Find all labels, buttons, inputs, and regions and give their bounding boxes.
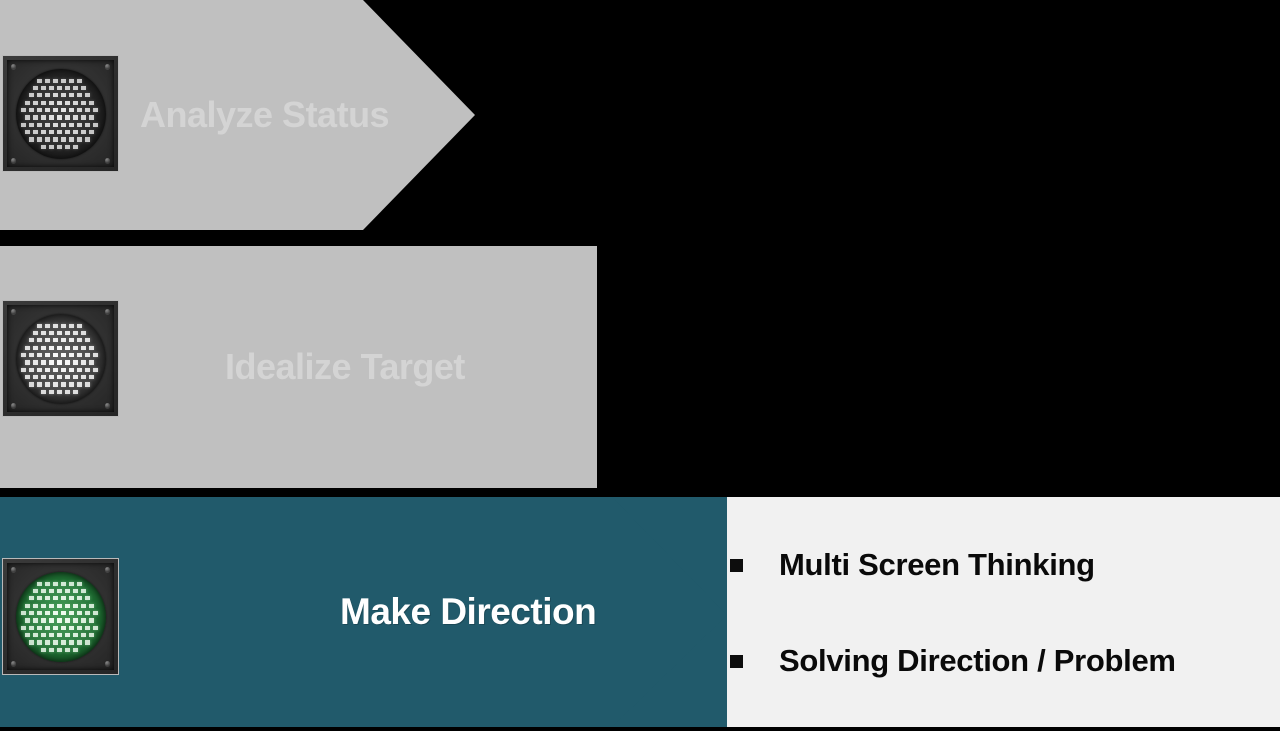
step-label-make-direction: Make Direction bbox=[340, 497, 597, 727]
step-row-make-direction[interactable]: Make Direction bbox=[0, 497, 727, 727]
screw-icon bbox=[105, 309, 110, 314]
screw-icon bbox=[11, 661, 16, 666]
traffic-light-off-icon bbox=[2, 55, 119, 172]
led-dot-matrix bbox=[16, 572, 106, 662]
traffic-light-dim-icon bbox=[2, 300, 119, 417]
step-label-text: Make Direction bbox=[340, 591, 597, 632]
step-label-text: Analyze Status bbox=[140, 94, 390, 135]
led-housing bbox=[7, 563, 114, 670]
step-label-idealize-target: Idealize Target bbox=[225, 246, 465, 488]
bullet-label: Multi Screen Thinking bbox=[779, 547, 1095, 582]
screw-icon bbox=[11, 309, 16, 314]
led-lens bbox=[15, 313, 106, 404]
screw-icon bbox=[105, 158, 110, 163]
traffic-light-green-icon bbox=[2, 558, 119, 675]
led-dot-matrix bbox=[16, 314, 106, 404]
led-lens bbox=[15, 68, 106, 159]
list-item: Solving Direction / Problem bbox=[730, 642, 1176, 680]
led-lens bbox=[15, 571, 106, 662]
screw-icon bbox=[11, 64, 16, 69]
screw-icon bbox=[105, 567, 110, 572]
list-item: Multi Screen Thinking bbox=[730, 546, 1095, 584]
screw-icon bbox=[11, 158, 16, 163]
screw-icon bbox=[105, 64, 110, 69]
led-housing bbox=[7, 305, 114, 412]
screw-icon bbox=[105, 403, 110, 408]
step-label-text: Idealize Target bbox=[225, 346, 465, 387]
arrow-shape-make-direction bbox=[0, 497, 727, 727]
led-dot-matrix bbox=[16, 69, 106, 159]
led-housing bbox=[7, 60, 114, 167]
square-bullet-icon bbox=[730, 558, 743, 572]
bottom-edge bbox=[0, 727, 1280, 731]
square-bullet-icon bbox=[730, 654, 743, 668]
screw-icon bbox=[11, 567, 16, 572]
screw-icon bbox=[105, 661, 110, 666]
screw-icon bbox=[11, 403, 16, 408]
step-label-analyze-status: Analyze Status bbox=[140, 0, 390, 230]
bullet-label: Solving Direction / Problem bbox=[779, 643, 1176, 678]
